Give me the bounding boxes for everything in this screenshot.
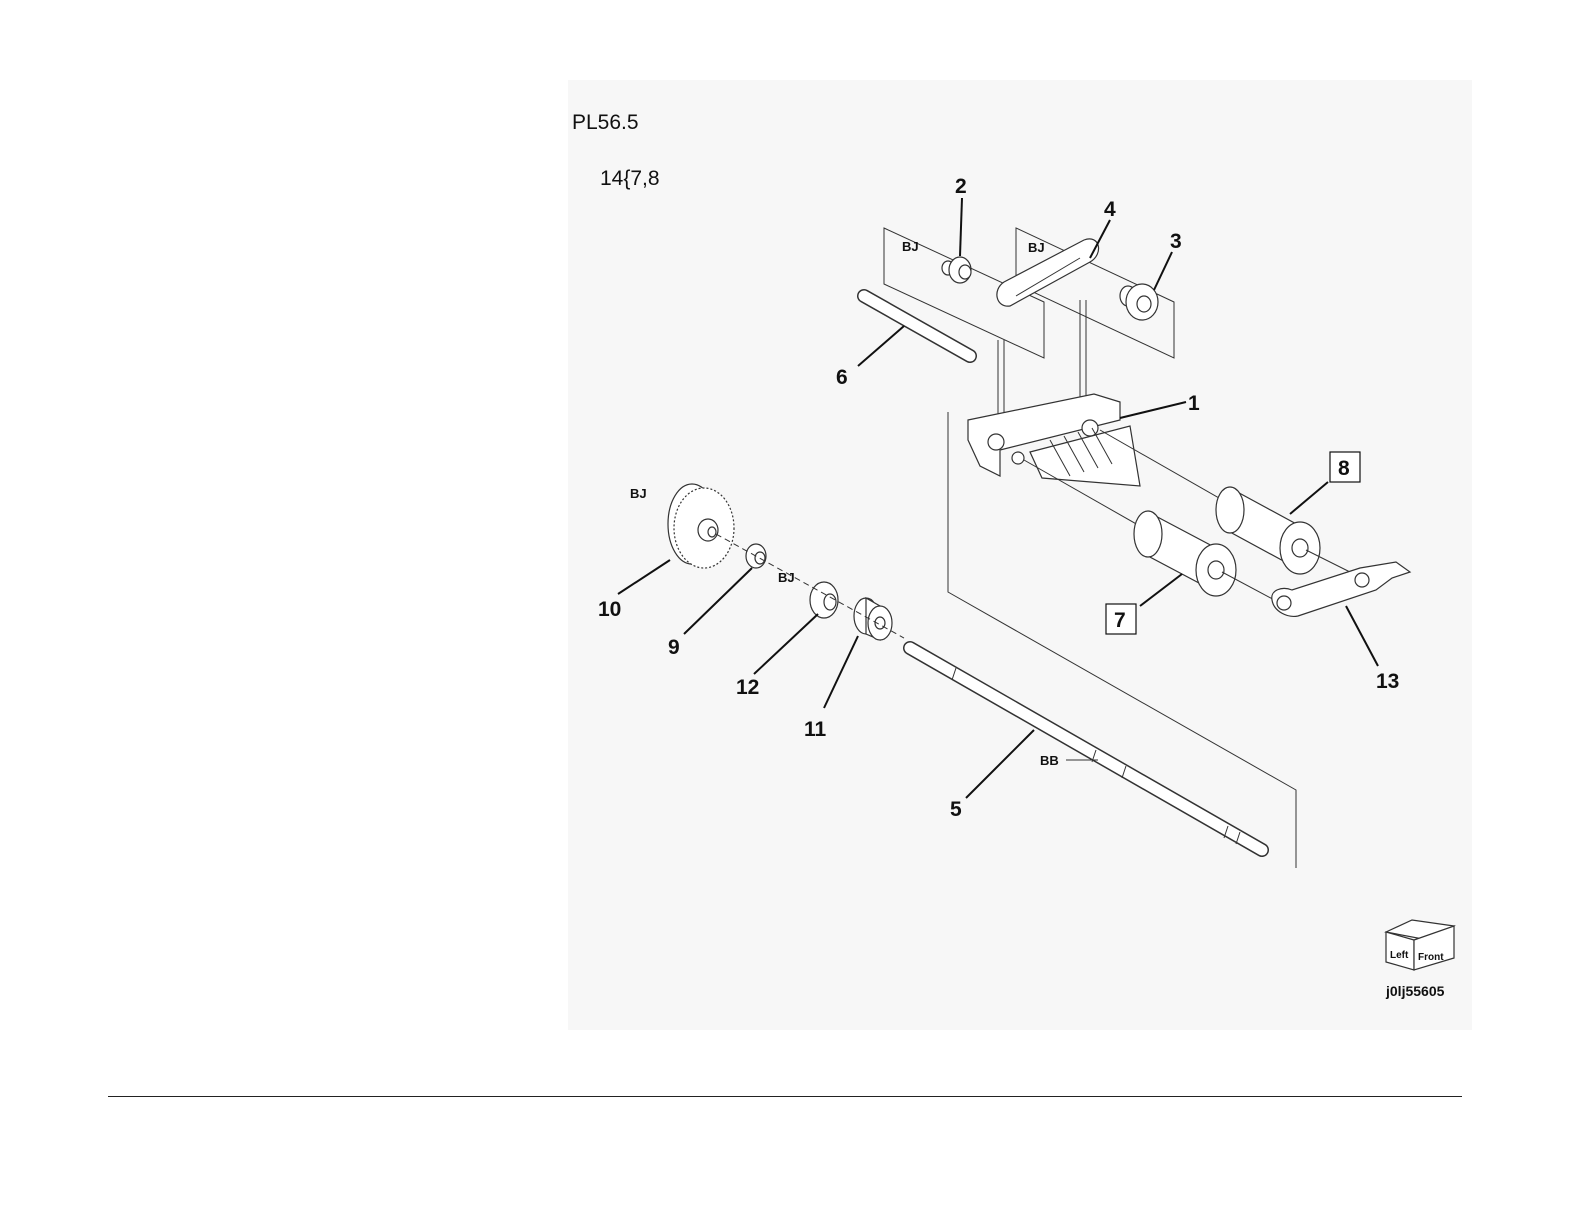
part-4-belt — [997, 239, 1099, 306]
callout-9: 9 — [668, 636, 680, 659]
tag-bb: BB — [1040, 753, 1059, 768]
callout-3: 3 — [1170, 230, 1182, 253]
page-divider — [108, 1096, 1462, 1097]
part-10-gear — [668, 484, 734, 568]
part-5-shaft — [910, 648, 1262, 850]
callout-7: 7 — [1114, 609, 1126, 632]
image-code: j0lj55605 — [1385, 983, 1445, 999]
orientation-front-label: Front — [1418, 952, 1444, 963]
callout-12: 12 — [736, 676, 759, 699]
callout-11: 11 — [804, 718, 827, 741]
callout-2: 2 — [955, 175, 967, 198]
orientation-cube-icon: Left Front — [1386, 920, 1454, 970]
orientation-left-label: Left — [1390, 950, 1409, 961]
part-2-bearing — [942, 257, 971, 283]
callout-5: 5 — [950, 798, 962, 821]
part-12-clutch — [810, 582, 838, 618]
callout-10: 10 — [598, 598, 621, 621]
tag-bj-upper-left: BJ — [902, 239, 919, 254]
tag-bj-gear: BJ — [630, 486, 647, 501]
callout-6: 6 — [836, 366, 848, 389]
callout-1: 1 — [1188, 392, 1200, 415]
callout-8: 8 — [1338, 457, 1350, 480]
part-3-bearing — [1120, 284, 1158, 320]
part-11-one-way-bearing — [854, 598, 892, 640]
part-1-frame — [968, 394, 1140, 486]
callout-4: 4 — [1104, 198, 1116, 221]
tag-bj-clutch: BJ — [778, 570, 795, 585]
callout-13: 13 — [1376, 670, 1399, 693]
tag-bj-upper-right: BJ — [1028, 240, 1045, 255]
